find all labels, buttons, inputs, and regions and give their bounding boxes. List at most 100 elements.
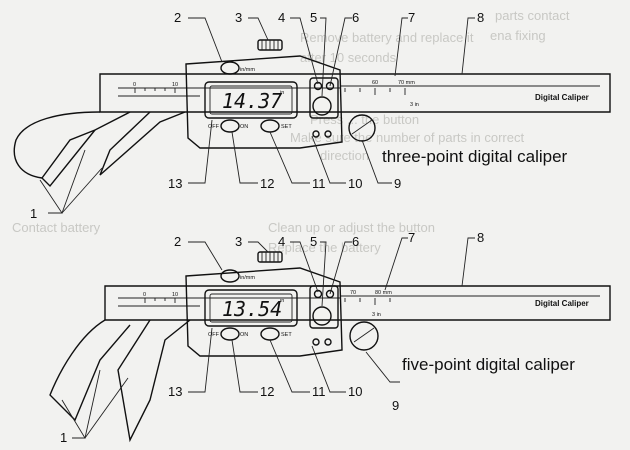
set-label: SET <box>281 332 292 338</box>
lcd-reading: 13.54 <box>222 297 282 321</box>
beam-label: Digital Caliper <box>535 93 589 102</box>
measuring-jaw <box>13 111 131 179</box>
three-point-caliper: 0 10 60 70 mm 3 in Digital Caliper 14.37… <box>13 10 611 221</box>
callout-number: 7 <box>408 230 415 245</box>
set-label: SET <box>281 124 292 130</box>
callout-number: 10 <box>348 384 362 399</box>
battery-cover <box>309 77 339 119</box>
set-button[interactable] <box>260 119 280 133</box>
lcd-unit: in <box>280 90 284 96</box>
callout-number: 4 <box>278 234 285 249</box>
unit-button[interactable] <box>220 269 240 283</box>
bleed-text: Clean up or adjust the button <box>268 220 435 235</box>
callout-number: 2 <box>174 234 181 249</box>
off-label: OFF <box>208 124 220 130</box>
slider-jaw <box>99 111 186 176</box>
lcd-screen <box>209 293 293 323</box>
battery-cover <box>309 285 339 329</box>
slider-jaw <box>117 319 191 443</box>
callout-number: 5 <box>310 234 317 249</box>
lcd-frame <box>204 81 298 119</box>
bleed-text: ena fixing <box>490 28 546 43</box>
thumb-wheel-ridges <box>261 252 279 262</box>
callout-number: 2 <box>174 10 181 25</box>
lcd-unit: in <box>280 298 284 304</box>
callout-number: 3 <box>235 234 242 249</box>
jaw-root <box>104 285 118 321</box>
callout-number: 12 <box>260 176 274 191</box>
bleed-text: Make sure the number of parts in correct <box>290 130 524 145</box>
bleed-text: parts contact <box>495 8 570 23</box>
caliper-caption: five-point digital caliper <box>402 355 575 374</box>
scale-number: 80 mm <box>375 290 392 296</box>
callout-number: 3 <box>235 10 242 25</box>
screw <box>312 338 320 346</box>
bleed-text: Contact battery <box>12 220 101 235</box>
screw <box>325 289 335 299</box>
set-button[interactable] <box>260 327 280 341</box>
inch-mark: 3 in <box>372 312 381 318</box>
screw <box>313 289 323 299</box>
scale-ticks <box>134 88 406 95</box>
caliper-head <box>185 267 343 357</box>
screw <box>312 130 320 138</box>
callout-number: 1 <box>30 206 37 221</box>
caliper-head <box>185 55 343 149</box>
inch-mark: 3 in <box>410 102 419 108</box>
jaw-root <box>99 73 118 113</box>
callout-number: 11 <box>312 384 326 399</box>
scale-ticks <box>144 298 391 305</box>
thumb-wheel-ridges <box>261 40 279 50</box>
bleed-text: after 10 seconds <box>300 50 397 65</box>
callout-number: 13 <box>168 176 182 191</box>
beam-label: Digital Caliper <box>535 299 589 308</box>
scale-number: 60 <box>372 80 378 86</box>
unit-button-label: in/mm <box>240 275 255 281</box>
bleed-text: Replace the battery <box>268 240 381 255</box>
callout-number: 6 <box>352 234 359 249</box>
bleed-text: Remove battery and replace it <box>300 30 474 45</box>
screw <box>324 130 332 138</box>
on-label: ON <box>240 332 248 338</box>
callout-number: 13 <box>168 384 182 399</box>
scale-number: 0 <box>133 82 136 88</box>
scale-number: 10 <box>172 292 178 298</box>
callout-number: 9 <box>392 398 399 413</box>
scale-number: 70 mm <box>398 80 415 86</box>
callout-leaders <box>61 237 475 439</box>
callout-number: 4 <box>278 10 285 25</box>
callout-number: 10 <box>348 176 362 191</box>
locking-screw-slot <box>351 119 373 135</box>
callout-number: 11 <box>312 176 326 191</box>
callout-number: 6 <box>352 10 359 25</box>
five-point-caliper: 0 10 70 80 mm 3 in Digital Caliper 13.54… <box>49 230 611 445</box>
callout-number: 9 <box>394 176 401 191</box>
bleed-text: direction <box>320 148 369 163</box>
caliper-beam <box>118 285 611 321</box>
lcd-frame <box>204 289 298 327</box>
screw <box>325 81 335 91</box>
measuring-point <box>41 129 96 188</box>
bleed-through-text: parts contact ena fixing Remove battery … <box>12 8 570 255</box>
locking-screw-slot <box>353 327 375 343</box>
locking-screw[interactable] <box>349 321 379 351</box>
on-button[interactable] <box>220 119 240 133</box>
caliper-caption: three-point digital caliper <box>382 147 568 166</box>
callout-number: 12 <box>260 384 274 399</box>
callout-number: 5 <box>310 10 317 25</box>
unit-button[interactable] <box>220 61 240 75</box>
callout-number: 8 <box>477 230 484 245</box>
measuring-jaw <box>49 319 131 422</box>
callout-number: 1 <box>60 430 67 445</box>
screw <box>324 338 332 346</box>
battery-cell <box>312 96 332 116</box>
off-label: OFF <box>208 332 220 338</box>
unit-button-label: in/mm <box>240 67 255 73</box>
battery-cell <box>312 306 332 326</box>
callout-number: 7 <box>408 10 415 25</box>
on-button[interactable] <box>220 327 240 341</box>
on-label: ON <box>240 124 248 130</box>
callout-leaders <box>39 17 475 214</box>
